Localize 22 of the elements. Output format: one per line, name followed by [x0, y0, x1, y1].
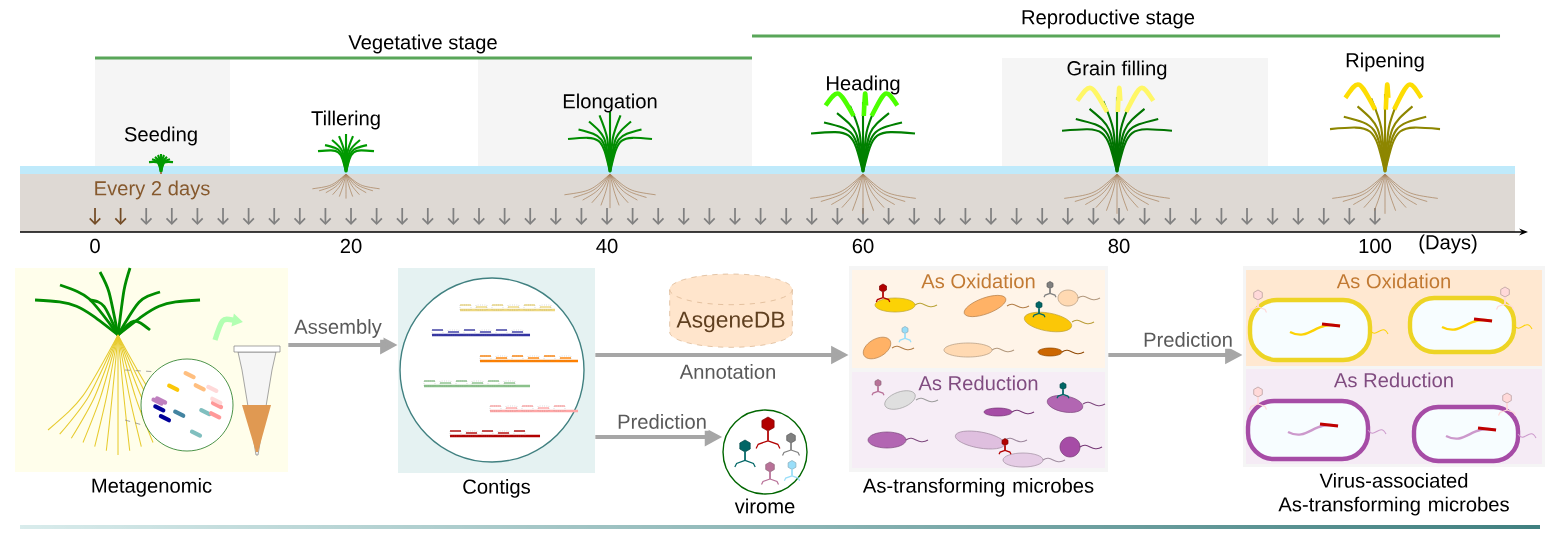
- node-label: Metagenomic: [92, 477, 212, 497]
- tick-label: 80: [1108, 238, 1130, 254]
- stage-label: Ripening: [1346, 52, 1424, 72]
- stage-label: Grain filling: [1067, 60, 1167, 80]
- tick-label: 20: [340, 238, 362, 254]
- stage-label: Reproductive stage: [1022, 9, 1195, 29]
- edge-label: Assembly: [292, 317, 384, 340]
- node-label: Virus-associated As-transforming microbes: [1278, 472, 1509, 516]
- edge-label: Annotation: [677, 362, 779, 381]
- interval-label: Every 2 days: [95, 180, 210, 200]
- edge-label: Prediction: [615, 412, 709, 431]
- stage-label: Heading: [827, 75, 900, 95]
- stage-label: Vegetative stage: [348, 34, 497, 54]
- node-label: Contigs: [463, 478, 531, 498]
- database-cylinder: AsgeneDB: [669, 273, 793, 348]
- edge-label: Prediction: [1141, 330, 1235, 349]
- stage-label: Tillering: [311, 110, 380, 130]
- node-label: As-transforming microbes: [862, 477, 1094, 497]
- tick-label: 40: [596, 238, 618, 254]
- node-label: virome: [734, 498, 795, 514]
- stage-label: Seeding: [124, 126, 197, 146]
- stage-label: Elongation: [563, 93, 657, 113]
